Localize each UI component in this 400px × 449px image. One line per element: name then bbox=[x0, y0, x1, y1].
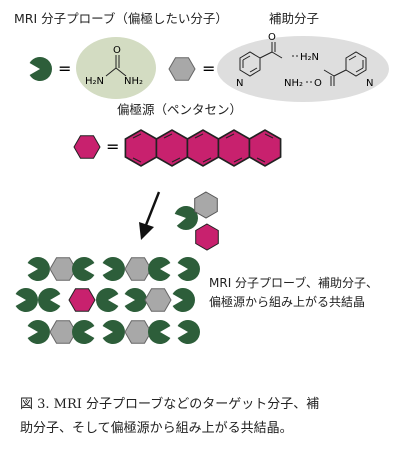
nic-nh2-bottom: NH₂ bbox=[284, 78, 303, 89]
crystal-label-line1: MRI 分子プローブ、補助分子、 bbox=[209, 276, 378, 290]
cocrystal-lattice bbox=[15, 257, 200, 344]
nic-n-left: N bbox=[236, 78, 243, 89]
polarizer-shape-icon bbox=[73, 135, 101, 159]
nic-h2n-top: H₂N bbox=[300, 52, 319, 63]
urea-nh2-right: NH₂ bbox=[124, 76, 143, 87]
equals-sign-3: = bbox=[106, 137, 119, 156]
probe-shape-icon bbox=[29, 57, 52, 81]
mri-probe-label: MRI 分子プローブ（偏極したい分子） bbox=[14, 11, 228, 26]
auxiliary-shape-icon bbox=[168, 57, 196, 81]
equals-sign-2: = bbox=[202, 59, 215, 78]
crystal-label-line2: 偏極源から組み上がる共結晶 bbox=[209, 295, 366, 309]
caption-line-2: 助分子、そして偏極源から組み上がる共結晶。 bbox=[20, 421, 293, 436]
urea-o: O bbox=[113, 45, 121, 56]
nicotinamide-background bbox=[217, 36, 389, 102]
figure-caption: 図 3. MRI 分子プローブなどのターゲット分子、補 助分子、そして偏極源から… bbox=[20, 393, 385, 441]
pentacene-icon bbox=[124, 129, 282, 167]
nic-o-top: O bbox=[268, 32, 276, 43]
floating-polarizer-icon bbox=[195, 223, 219, 251]
assembly-arrow-icon bbox=[139, 191, 161, 240]
pentacene-inner-bonds bbox=[132, 133, 274, 163]
caption-line-1: 図 3. MRI 分子プローブなどのターゲット分子、補 bbox=[20, 397, 320, 412]
nic-n-right: N bbox=[366, 78, 373, 89]
urea-nh2-left: H₂N bbox=[85, 76, 104, 87]
floating-auxiliary-icon bbox=[194, 191, 218, 219]
equals-sign-1: = bbox=[58, 59, 71, 78]
nic-o-bottom: O bbox=[314, 78, 322, 89]
urea-structure-icon bbox=[105, 55, 127, 77]
auxiliary-label: 補助分子 bbox=[269, 11, 320, 26]
nicotinamide-dimer-icon bbox=[239, 42, 367, 86]
polarizer-label: 偏極源（ペンタセン） bbox=[117, 102, 243, 117]
